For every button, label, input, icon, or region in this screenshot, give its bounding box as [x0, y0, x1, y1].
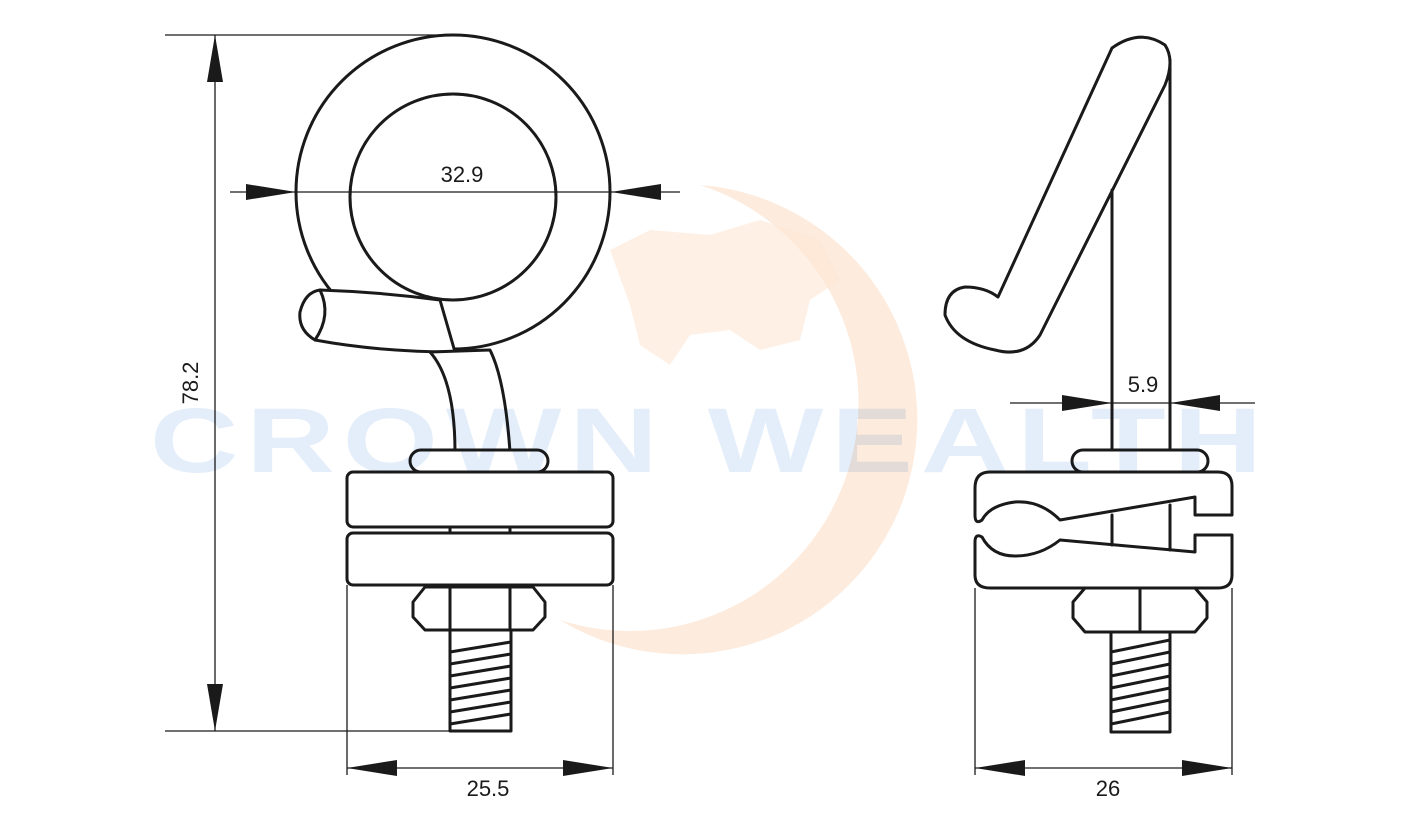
dimension-front-width: 25.5 — [346, 585, 614, 801]
side-width-label: 26 — [1096, 776, 1120, 801]
ring-inner — [348, 92, 558, 302]
dimension-side-width: 26 — [974, 588, 1233, 801]
ring-diameter-label: 32.9 — [441, 162, 484, 187]
thread-lines-side — [1109, 638, 1172, 726]
watermark-text: CROWN WEALTH — [150, 390, 1270, 492]
nut — [411, 585, 547, 632]
clamp-side-lower — [973, 533, 1234, 590]
ring-tail-end — [313, 288, 327, 342]
side-view: 5.9 26 — [943, 35, 1255, 801]
clamp-upper — [345, 470, 615, 529]
watermark-continents — [610, 220, 840, 365]
watermark: CROWN WEALTH — [150, 390, 1270, 492]
rod-diameter-label: 5.9 — [1128, 372, 1159, 397]
dimension-height: 78.2 — [165, 34, 450, 732]
dimension-rod-diameter: 5.9 — [1010, 372, 1255, 411]
dimension-ring-diameter: 32.9 — [230, 162, 680, 200]
clamp-lower — [345, 531, 615, 587]
height-label: 78.2 — [178, 362, 203, 405]
ring-tail — [298, 288, 457, 354]
thread-lines — [448, 640, 513, 726]
front-view: 78.2 32.9 25.5 — [165, 33, 680, 801]
hook — [943, 35, 1172, 354]
watermark-globe-group — [560, 185, 918, 655]
clamp-side — [973, 470, 1234, 524]
watermark-globe — [560, 185, 918, 655]
front-width-label: 25.5 — [467, 776, 510, 801]
